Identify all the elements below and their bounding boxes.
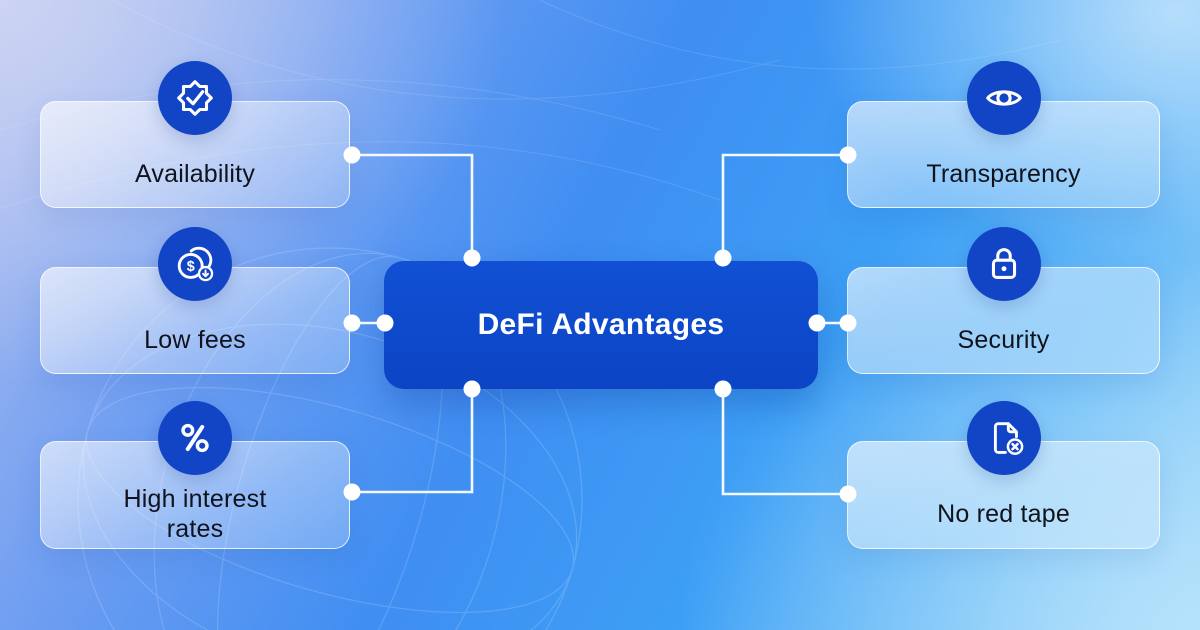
card-label: Security bbox=[957, 325, 1050, 354]
card-label: High interest rates bbox=[123, 485, 267, 543]
connector-high-interest bbox=[352, 389, 474, 494]
card-label: Low fees bbox=[144, 325, 246, 354]
center-node: DeFi Advantages bbox=[384, 261, 818, 389]
card-low-fees: $ Low fees bbox=[40, 227, 350, 374]
document-cross-icon bbox=[966, 401, 1041, 475]
card-label: Transparency bbox=[926, 159, 1081, 188]
card-transparency: Transparency bbox=[847, 61, 1160, 208]
card-label: No red tape bbox=[937, 500, 1070, 528]
eye-icon bbox=[966, 61, 1041, 135]
lock-icon bbox=[966, 227, 1041, 301]
center-node-title: DeFi Advantages bbox=[477, 308, 725, 341]
percent-icon bbox=[158, 401, 232, 475]
card-high-interest-rates: High interest rates bbox=[40, 401, 350, 549]
connector-transparency bbox=[721, 153, 848, 258]
connector-availability bbox=[352, 153, 474, 258]
coins-dollar-down-icon: $ bbox=[158, 227, 232, 301]
svg-text:$: $ bbox=[187, 259, 195, 275]
card-label: Availability bbox=[134, 159, 256, 188]
card-availability: Availability bbox=[40, 61, 350, 208]
card-security: Security bbox=[847, 227, 1160, 374]
card-no-red-tape: No red tape bbox=[847, 401, 1160, 549]
badge-check-icon bbox=[158, 61, 232, 135]
connector-no-red-tape bbox=[721, 389, 848, 496]
